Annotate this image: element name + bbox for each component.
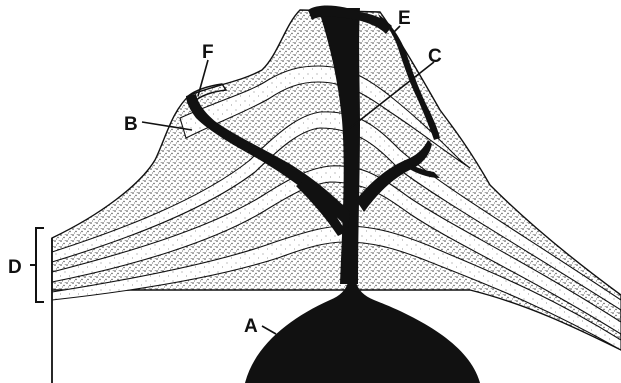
label-f: F xyxy=(202,42,214,63)
label-c: C xyxy=(428,46,442,67)
layers-bracket xyxy=(30,228,44,302)
label-a: A xyxy=(244,316,258,337)
label-b: B xyxy=(124,114,138,135)
label-d: D xyxy=(8,257,22,278)
magma-chamber xyxy=(245,282,480,383)
label-e: E xyxy=(398,8,411,29)
